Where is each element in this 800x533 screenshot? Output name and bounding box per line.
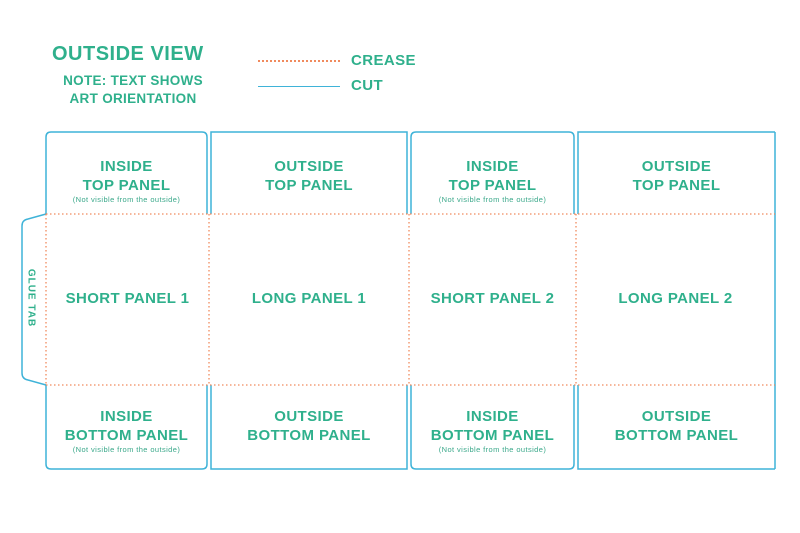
diagram-title: OUTSIDE VIEW (52, 43, 204, 65)
panel-line: BOTTOM PANEL (247, 427, 371, 444)
panel-label: SHORT PANEL 1 (65, 290, 190, 307)
cut-top-flap-1 (45, 131, 208, 214)
panel-subnote: (Not visible from the outside) (72, 195, 181, 204)
cut-top-flap-2 (210, 131, 408, 214)
panel-subnote: (Not visible from the outside) (438, 195, 547, 204)
panel-long-2: LONG PANEL 2 (576, 289, 775, 308)
panel-inside-top-1: INSIDE TOP PANEL (Not visible from the o… (46, 157, 207, 205)
panel-line: TOP PANEL (448, 177, 537, 194)
panel-line: TOP PANEL (632, 177, 721, 194)
panel-line: OUTSIDE (274, 408, 344, 425)
panel-inside-bottom-2: INSIDE BOTTOM PANEL (Not visible from th… (411, 407, 574, 455)
crease-lines (45, 213, 775, 386)
cut-top-flap-3 (410, 131, 575, 214)
cut-bottom-flap-3 (410, 385, 575, 470)
panel-long-1: LONG PANEL 1 (209, 289, 409, 308)
panel-line: BOTTOM PANEL (64, 427, 189, 444)
panel-short-1: SHORT PANEL 1 (46, 289, 209, 308)
cut-top-flap-4 (577, 131, 775, 214)
panel-label: SHORT PANEL 2 (430, 290, 555, 307)
panel-short-2: SHORT PANEL 2 (409, 289, 576, 308)
panel-inside-bottom-1: INSIDE BOTTOM PANEL (Not visible from th… (46, 407, 207, 455)
panel-outside-top-1: OUTSIDE TOP PANEL (211, 157, 407, 195)
panel-line: OUTSIDE (641, 408, 712, 425)
panel-line: INSIDE (100, 158, 153, 175)
panel-subnote: (Not visible from the outside) (438, 445, 547, 454)
crease-legend-label: CREASE (351, 52, 416, 69)
panel-label: LONG PANEL 1 (251, 290, 367, 307)
cut-legend-label: CUT (351, 77, 384, 94)
cut-glue-tab (21, 213, 47, 386)
panel-line: INSIDE (466, 158, 519, 175)
cut-legend-swatch (258, 86, 340, 87)
orientation-note: NOTE: TEXT SHOWS ART ORIENTATION (48, 72, 218, 108)
panel-line: OUTSIDE (641, 158, 712, 175)
panel-outside-bottom-2: OUTSIDE BOTTOM PANEL (578, 407, 775, 445)
panel-subnote: (Not visible from the outside) (72, 445, 181, 454)
note-line-2: ART ORIENTATION (69, 91, 197, 106)
cut-bottom-flap-1 (45, 385, 208, 470)
crease-legend-swatch (258, 60, 340, 62)
panel-outside-bottom-1: OUTSIDE BOTTOM PANEL (211, 407, 407, 445)
panel-label: LONG PANEL 2 (618, 290, 733, 307)
panel-line: BOTTOM PANEL (614, 427, 739, 444)
panel-line: OUTSIDE (274, 158, 344, 175)
panel-line: INSIDE (100, 408, 153, 425)
panel-outside-top-2: OUTSIDE TOP PANEL (578, 157, 775, 195)
cut-bottom-flap-2 (210, 385, 408, 470)
note-line-1: NOTE: TEXT SHOWS (63, 73, 203, 88)
panel-line: BOTTOM PANEL (430, 427, 555, 444)
cut-bottom-flap-4 (577, 385, 775, 470)
panel-line: TOP PANEL (265, 177, 353, 194)
cut-lines (21, 131, 776, 470)
panel-inside-top-2: INSIDE TOP PANEL (Not visible from the o… (411, 157, 574, 205)
panel-line: INSIDE (466, 408, 519, 425)
glue-tab-label: GLUE TAB (25, 268, 37, 328)
panel-line: TOP PANEL (82, 177, 171, 194)
